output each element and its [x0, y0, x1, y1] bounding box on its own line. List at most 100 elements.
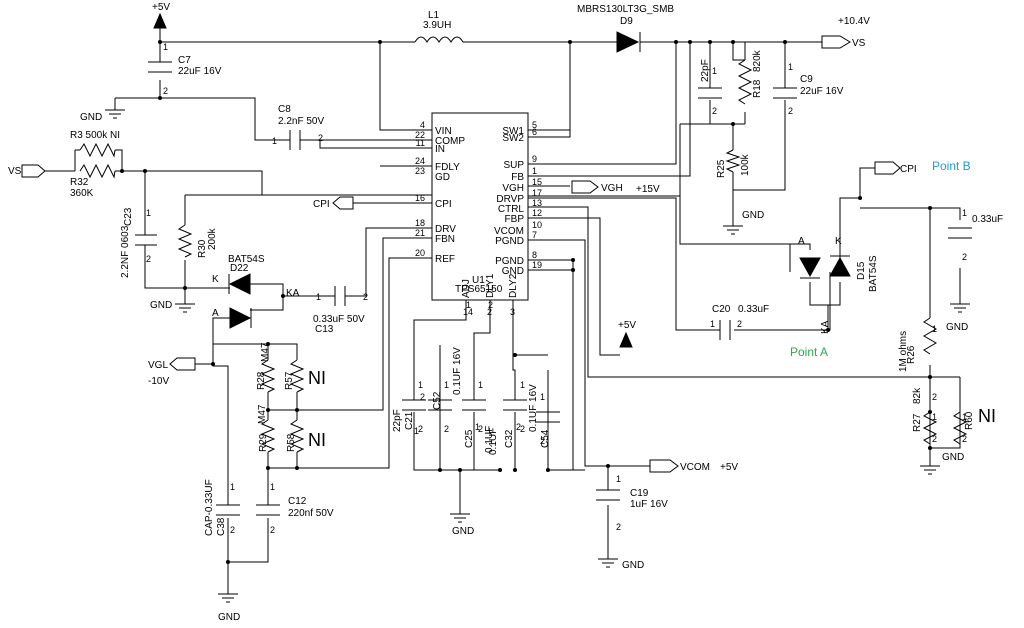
pin-number: 2: [788, 106, 793, 116]
pin-number: 1: [272, 136, 277, 146]
label-vs-out: VS: [852, 38, 866, 49]
pin-number: 1: [540, 392, 545, 402]
ic-pin-number: 19: [532, 260, 542, 270]
ic-pin-name: GD: [435, 172, 450, 183]
label-c19-ref: C19: [630, 488, 649, 499]
vcc-5v-arrow: [153, 12, 167, 29]
label-gnd-r30: GND: [150, 300, 172, 311]
label-d15-k: K: [835, 236, 842, 247]
ground-symbols: [105, 98, 970, 603]
pin-number: 2: [163, 86, 168, 96]
label-r30-ref: R30: [197, 239, 208, 258]
label-r32-ref: R32: [70, 177, 89, 188]
ic-pin-number: 2: [487, 307, 492, 317]
label-c7-ref: C7: [178, 55, 191, 66]
ic-pin-name: CTRL: [498, 204, 525, 215]
label-vcc-5v-mid: +5V: [618, 320, 636, 331]
label-r28-val: M47: [260, 342, 271, 362]
label-vs-out-v: +10.4V: [838, 16, 870, 27]
label-c12-val: 220nf 50V: [288, 508, 334, 519]
pin-number: 1: [962, 208, 967, 218]
ic-pin-name: DRVP: [496, 194, 524, 205]
label-c38-val: CAP-0.33UF: [204, 479, 215, 536]
label-r28-ref: R28: [256, 371, 267, 390]
ic-pin-number: 4: [420, 120, 425, 130]
pin-number: 2: [230, 525, 235, 535]
label-d22-part: BAT54S: [228, 254, 265, 265]
label-c25-val: 0.1UF: [484, 426, 495, 453]
label-c32-ref: C32: [504, 429, 515, 448]
label-c38-ref: C38: [216, 517, 227, 536]
label-vgl: VGL: [148, 360, 168, 371]
pin-number: 2: [712, 106, 717, 116]
label-c20-val: 0.33uF: [738, 304, 769, 315]
pin-number: 2: [962, 252, 967, 262]
pin-number: 1: [932, 324, 937, 334]
wires: [45, 28, 961, 590]
pin-number: 1: [475, 422, 480, 432]
pin-number: 1: [712, 66, 717, 76]
ic-pin-number: 9: [532, 154, 537, 164]
ic-pin-name: IN: [435, 144, 445, 155]
pin-number: 1: [788, 62, 793, 72]
pin-number: 1: [616, 474, 621, 484]
ic-right-pins: SW15SW26SUP9FB1VGH15DRVP17CTRL13FBP12VCO…: [494, 120, 542, 277]
label-vcom: VCOM: [680, 462, 710, 473]
label-r57-ref: R57: [284, 371, 295, 390]
pin-number: 1: [444, 380, 449, 390]
pin-number: 2: [488, 300, 493, 310]
ic-pin-name: DLY2: [508, 273, 519, 298]
label-l1-ref: L1: [428, 10, 440, 21]
label-gnd-right-cap: GND: [946, 322, 968, 333]
label-gnd-r27: GND: [942, 452, 964, 463]
label-r25-val: 100k: [740, 153, 751, 176]
label-cpi-right: CPI: [900, 164, 917, 175]
label-d15-ka: KA: [820, 320, 831, 334]
pin-number: 2: [616, 522, 621, 532]
components: [21, 12, 972, 603]
pin-number: 1: [466, 300, 471, 310]
ic-pin-name: COMP: [435, 136, 465, 147]
pin-number: 2: [318, 133, 323, 143]
label-c7-val: 22uF 16V: [178, 66, 222, 77]
ic-pin-name: VIN: [435, 126, 452, 137]
ic-pin-name: VGH: [502, 183, 524, 194]
label-gnd-c38: GND: [218, 612, 240, 623]
ic-pin-name: GND: [502, 266, 524, 277]
ic-pin-name: PGND: [495, 256, 524, 267]
vs-in-connector: [21, 164, 46, 178]
label-vgh: VGH: [601, 183, 623, 194]
pin-number: 2: [540, 436, 545, 446]
ic-pin-number: 18: [415, 218, 425, 228]
label-r18-val: 820k: [752, 49, 763, 72]
label-c32-val: 0.1UF: [488, 428, 499, 455]
pin-number: 2: [516, 422, 521, 432]
label-c25-ref: C25: [464, 429, 475, 448]
ic-pin-number: 16: [415, 193, 425, 203]
label-c20-ref: C20: [712, 304, 731, 315]
cpi-right-connector: [874, 161, 901, 175]
label-point-a: Point A: [790, 345, 828, 359]
pin-number: 2: [932, 434, 937, 444]
pin-number: 1: [163, 42, 168, 52]
ic-pin-name: SW2: [502, 133, 524, 144]
label-d22-a: A: [212, 308, 219, 319]
ic-pin-number: 8: [532, 250, 537, 260]
label-d15-ref: D15: [856, 261, 867, 280]
label-ni-3: NI: [978, 406, 996, 426]
ic-pin-name: REF: [435, 254, 455, 265]
pin-number: 1: [270, 482, 275, 492]
label-r26-ref: R26: [906, 345, 917, 364]
label-c52-val: 0.1UF 16V: [452, 347, 463, 395]
ic-pin-number: 10: [532, 220, 542, 230]
label-ni-2: NI: [308, 430, 326, 450]
label-vcom-v: +5V: [720, 462, 738, 473]
label-c9-val: 22uF 16V: [800, 86, 844, 97]
label-vgl-v: -10V: [148, 376, 169, 387]
capacitor-plates: [135, 61, 972, 516]
pin-number: 1: [520, 380, 525, 390]
ic-pin-name: FB: [511, 172, 524, 183]
